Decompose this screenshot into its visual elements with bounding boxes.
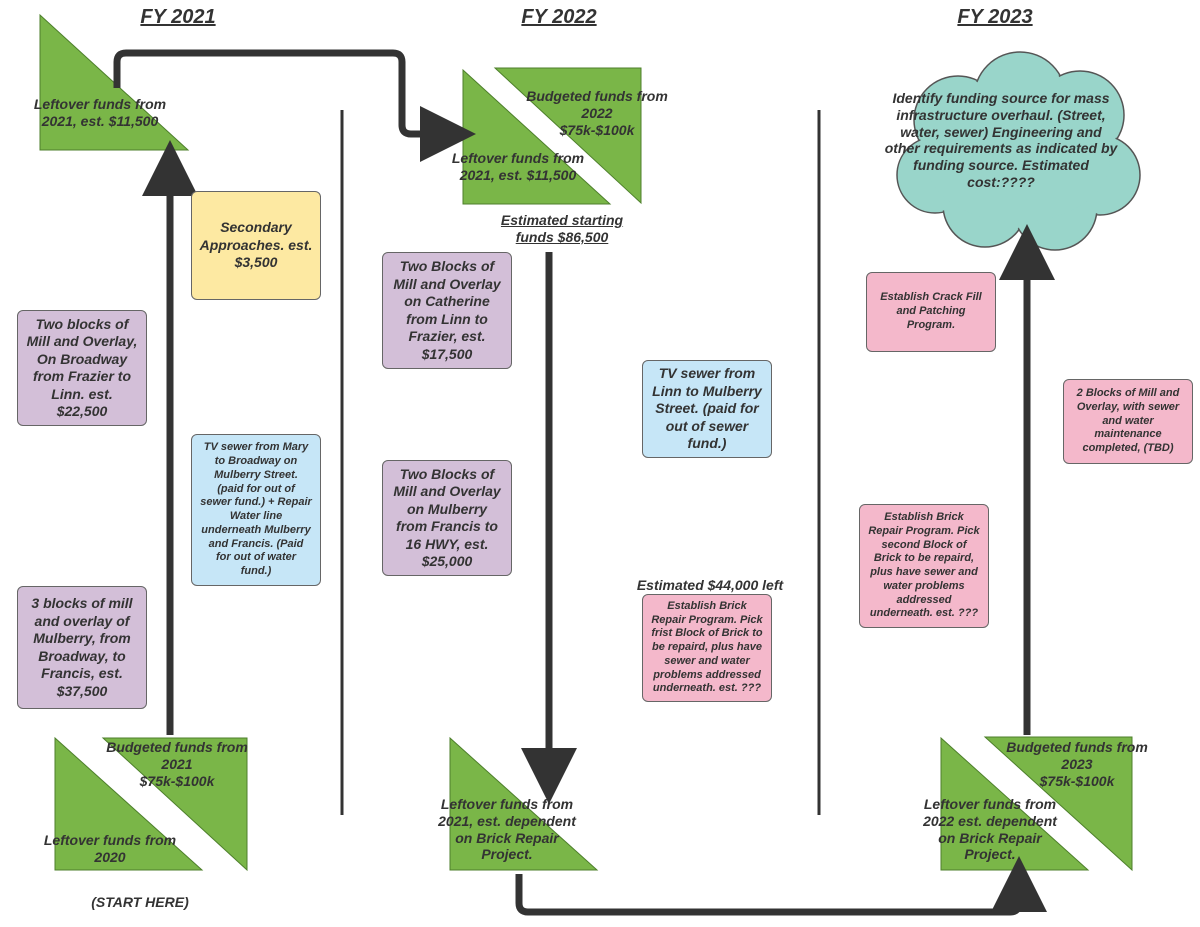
- estimated-remaining-label: Estimated $44,000 left: [636, 577, 784, 593]
- fy2023-budgeted-triangle: [983, 736, 1133, 872]
- arrow-2021-to-2022: [113, 49, 476, 162]
- arrow-2022-to-2023: [515, 856, 1047, 916]
- fy2021-leftover-bottom-triangle: [54, 736, 204, 871]
- header-fy2022: FY 2022: [521, 6, 597, 28]
- fy2022-budgeted-triangle: [493, 67, 642, 205]
- header-fy2021: FY 2021: [140, 6, 216, 28]
- funding-source-cloud: [896, 51, 1141, 251]
- fy2022-leftover-bottom-triangle: [449, 736, 599, 871]
- start-here-label: (START HERE): [91, 894, 189, 910]
- fy2021-budgeted-triangle: [101, 737, 248, 872]
- header-fy2023: FY 2023: [957, 6, 1033, 28]
